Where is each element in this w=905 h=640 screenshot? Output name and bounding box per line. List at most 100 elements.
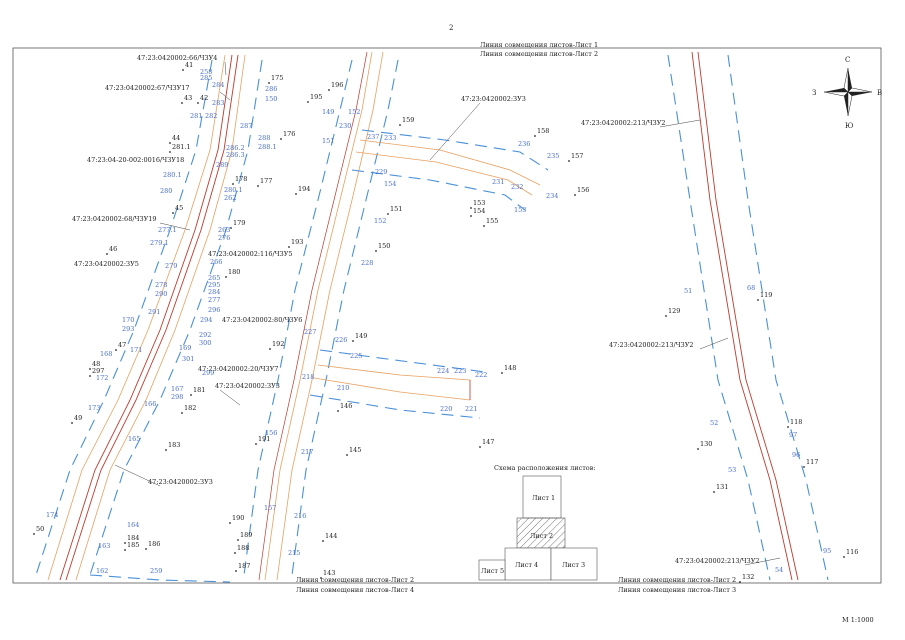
point-marker [307, 101, 309, 103]
point-label: 157 [571, 152, 583, 160]
point-label: 169 [179, 344, 191, 352]
point-label: 42 [200, 94, 208, 102]
point-label: 224 [437, 367, 449, 375]
scheme-title: Схема расположения листов: [494, 464, 596, 472]
point-label: 284 [208, 288, 220, 296]
point-label: 150 [378, 242, 390, 250]
point-label: 165 [128, 435, 140, 443]
point-label: 144 [325, 532, 337, 540]
point-label: 217 [301, 448, 313, 456]
point-label: 195 [310, 93, 322, 101]
point-label: 51 [684, 287, 692, 295]
point-marker [235, 570, 237, 572]
point-label: 118 [790, 418, 802, 426]
scheme-sheet-4 [504, 547, 552, 581]
point-marker [257, 185, 259, 187]
point-label: 157 [264, 504, 276, 512]
point-marker [255, 443, 257, 445]
point-label: 152 [374, 217, 386, 225]
point-marker [230, 227, 232, 229]
scheme-sheet-2 [516, 517, 566, 549]
point-marker [501, 372, 503, 374]
point-label: 281.1 [172, 143, 191, 151]
scheme-sheet-4-label: Лист 4 [515, 561, 538, 569]
point-marker [71, 422, 73, 424]
point-label: 278 [155, 281, 167, 289]
point-label: 156 [265, 429, 277, 437]
point-marker [713, 491, 715, 493]
point-label: 301 [182, 355, 194, 363]
point-label: 231 [492, 178, 504, 186]
point-label: 192 [272, 340, 284, 348]
point-marker [470, 215, 472, 217]
point-label: 223 [454, 367, 466, 375]
point-label: 173 [88, 404, 100, 412]
point-marker [320, 577, 322, 579]
point-label: 210 [337, 384, 349, 392]
point-label: 258 [200, 68, 212, 76]
point-label: 50 [36, 525, 44, 533]
sheet-layout-scheme: Схема расположения листов: Лист 1 Лист 2… [478, 464, 598, 581]
point-label: 151 [390, 205, 402, 213]
point-label: 178 [235, 175, 247, 183]
point-label: 191 [258, 435, 270, 443]
point-label: 179 [233, 219, 245, 227]
point-marker [470, 207, 472, 209]
point-marker [169, 142, 171, 144]
point-label: 289 [216, 161, 228, 169]
point-label: 286.3 [226, 151, 245, 159]
point-label: 167 [171, 385, 183, 393]
point-label: 297 [92, 367, 104, 375]
parcel-code: 47:23:0420002:ЗУ5 [74, 260, 139, 268]
point-marker [89, 368, 91, 370]
point-label: 299 [202, 369, 214, 377]
point-label: 151 [322, 137, 334, 145]
point-marker [328, 89, 330, 91]
point-label: 159 [402, 116, 414, 124]
point-label: 281 [190, 112, 202, 120]
point-marker [232, 183, 234, 185]
point-label: 237 [367, 133, 379, 141]
point-label: 295 [208, 281, 220, 289]
sheet-line-bottom-right-2: Линия совмещения листов-Лист 3 [618, 586, 736, 594]
point-label: 96 [792, 451, 800, 459]
point-label: 262 [224, 194, 236, 202]
point-label: 187 [238, 562, 250, 570]
point-label: 132 [742, 573, 754, 581]
point-label: 156 [577, 186, 589, 194]
point-marker [534, 135, 536, 137]
parcel-code-labels: 47:23:0420002:66/ЧЗУ4 47:23:0420002:67/Ч… [72, 54, 760, 565]
parcel-code: 47:23:0420002:ЗУ3 [148, 478, 213, 486]
point-marker [190, 394, 192, 396]
point-label: 228 [361, 259, 373, 267]
point-label: 298 [171, 393, 183, 401]
point-label: 235 [547, 152, 559, 160]
point-label: 292 [199, 331, 211, 339]
parcel-code: 47:23:04-20-002:0016/ЧЗУ18 [87, 156, 184, 164]
drawing-frame [12, 47, 882, 584]
point-label: 188 [237, 544, 249, 552]
point-label: 234 [546, 192, 558, 200]
point-marker [182, 69, 184, 71]
point-label: 277.1 [158, 226, 177, 234]
point-label: 166 [144, 400, 156, 408]
point-marker [268, 82, 270, 84]
point-label: 290 [155, 290, 167, 298]
point-marker [280, 138, 282, 140]
point-label: 216 [294, 512, 306, 520]
point-label: 148 [504, 364, 516, 372]
point-label: 280 [160, 187, 172, 195]
point-label: 175 [271, 74, 283, 82]
point-label: 130 [700, 440, 712, 448]
point-label: 226 [335, 336, 347, 344]
point-marker [375, 250, 377, 252]
point-label: 154 [384, 180, 396, 188]
point-label: 293 [122, 325, 134, 333]
point-marker [115, 349, 117, 351]
point-label: 164 [127, 521, 139, 529]
parcel-code: 47:23:0420002:116/ЧЗУ5 [208, 250, 293, 258]
point-marker [574, 194, 576, 196]
point-label: 41 [185, 61, 193, 69]
point-label: 155 [486, 217, 498, 225]
